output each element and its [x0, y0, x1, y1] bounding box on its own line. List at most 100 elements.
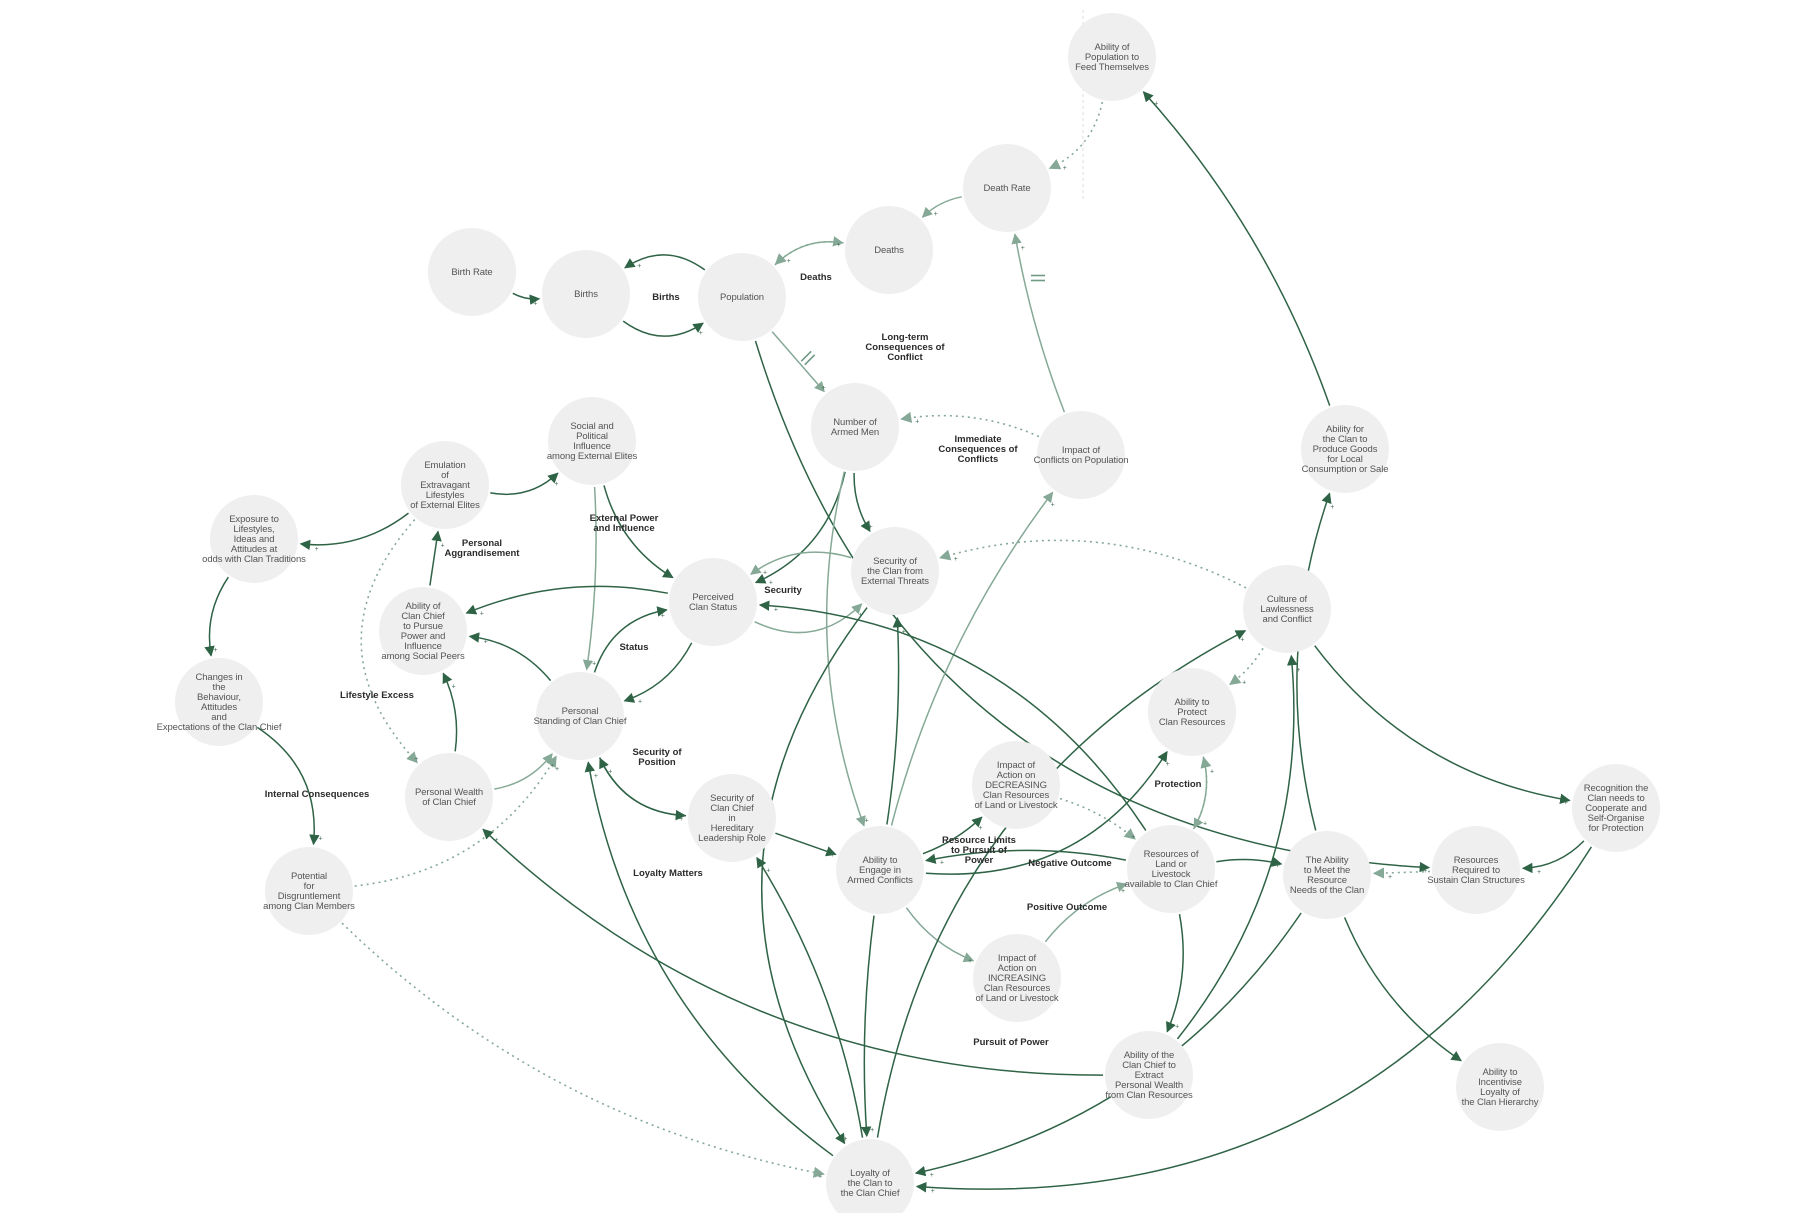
loop-label-protection: Protection — [1155, 779, 1202, 790]
polarity-mark: + — [902, 629, 906, 636]
loop-label-negative-outcome: Negative Outcome — [1028, 858, 1111, 869]
polarity-mark: + — [822, 385, 826, 392]
node-circle — [851, 527, 939, 615]
node-circle — [1127, 825, 1215, 913]
edge-extract-wealth-to-personal-wealth — [482, 828, 1104, 1076]
polarity-mark: + — [954, 556, 958, 563]
node-circle — [1148, 668, 1236, 756]
edge-resources-required-to-meet-needs — [1372, 867, 1431, 879]
polarity-mark: + — [452, 683, 456, 690]
edge-armed-conflicts-to-security-external — [886, 616, 904, 825]
polarity-mark: + — [699, 330, 703, 337]
edge-emulation-to-social-influence — [490, 472, 559, 496]
node-label: Births — [574, 289, 598, 300]
edge-death-rate-to-deaths — [921, 196, 962, 218]
edges-layer — [204, 91, 1593, 1193]
node-circle — [548, 397, 636, 485]
loop-label-status: Status — [619, 642, 648, 653]
node-circle — [836, 826, 924, 914]
polarity-mark: + — [1051, 501, 1055, 508]
polarity-mark: + — [830, 852, 834, 859]
node-death-rate: Death Rate — [963, 144, 1051, 232]
node-circle — [542, 250, 630, 338]
edge-security-external-to-loyalty — [761, 607, 868, 1145]
node-circle — [1243, 565, 1331, 653]
polarity-mark: + — [441, 542, 445, 549]
polarity-mark: + — [915, 419, 919, 426]
edge-recognition-to-loyalty — [915, 846, 1593, 1193]
loop-label-deaths: Deaths — [800, 272, 832, 283]
node-circle — [405, 753, 493, 841]
polarity-mark: + — [1564, 800, 1568, 807]
node-circle — [1301, 405, 1389, 493]
edge-meet-needs-to-produce — [1296, 492, 1332, 831]
edge-culture-to-recognition — [1314, 645, 1571, 805]
polarity-mark: + — [555, 481, 559, 488]
polarity-mark: + — [1121, 888, 1125, 895]
node-circle — [1456, 1043, 1544, 1131]
polarity-mark: + — [1457, 1056, 1461, 1063]
polarity-mark: + — [769, 580, 773, 587]
edge-personal-standing-to-ability-pursue — [468, 632, 552, 682]
polarity-mark: + — [608, 769, 612, 776]
polarity-mark: + — [594, 773, 598, 780]
delay-mark — [1031, 274, 1045, 282]
edge-emulation-to-exposure — [299, 512, 409, 551]
polarity-mark: + — [637, 263, 641, 270]
polarity-mark: + — [555, 766, 559, 773]
polarity-mark: + — [787, 258, 791, 265]
edge-resources-land-to-extract-wealth — [1166, 914, 1184, 1033]
edge-resources-land-to-protect — [1192, 756, 1212, 830]
edge-armed-conflicts-to-impact-decreasing — [922, 816, 983, 855]
node-circle — [1068, 13, 1156, 101]
node-circle — [688, 774, 776, 862]
edge-armed-conflicts-to-loyalty — [860, 915, 875, 1138]
node-circle — [826, 1139, 914, 1213]
node-circle — [175, 658, 263, 746]
node-deaths: Deaths — [845, 206, 933, 294]
edge-impact-increasing-to-resources-land — [1044, 882, 1128, 943]
edge-population-to-resources-required — [754, 340, 1431, 873]
node-circle — [1432, 826, 1520, 914]
polarity-mark: + — [931, 1188, 935, 1195]
polarity-mark: + — [1203, 820, 1207, 827]
edge-impact-decreasing-to-resources-land — [1059, 797, 1136, 840]
polarity-mark: + — [1388, 874, 1392, 881]
edge-produce-to-feed — [1142, 91, 1331, 406]
node-label: Death Rate — [983, 183, 1030, 194]
polarity-mark: + — [837, 242, 841, 249]
node-circle — [210, 495, 298, 583]
polarity-mark: + — [638, 699, 642, 706]
loop-label-births: Births — [652, 292, 679, 303]
polarity-mark: + — [774, 607, 778, 614]
edge-armed-men-to-armed-conflicts — [825, 471, 866, 827]
edge-perceived-status-to-personal-standing — [623, 642, 693, 703]
loop-label-security: Security — [764, 585, 802, 596]
edge-recognition-to-resources-required — [1521, 840, 1585, 874]
polarity-mark: + — [940, 860, 944, 867]
